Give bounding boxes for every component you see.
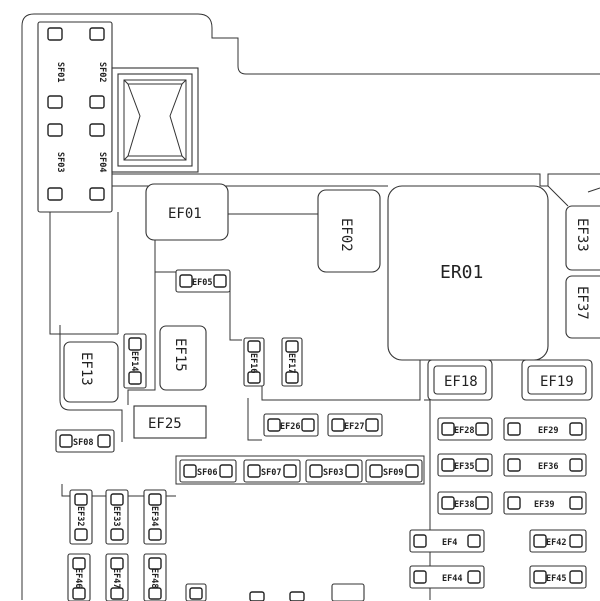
svg-text:EF01: EF01 [168, 206, 202, 222]
fuse-sf03b[interactable]: SF03 [305, 459, 363, 483]
fuse-ef17[interactable]: EF17 [281, 337, 303, 387]
fuse-bottom-partial-4[interactable] [331, 583, 365, 601]
svg-text:EF02: EF02 [338, 218, 354, 252]
svg-text:SF03: SF03 [55, 152, 65, 172]
fuse-bottom-partial-1[interactable] [185, 583, 207, 601]
svg-text:EF25: EF25 [148, 416, 182, 432]
fuse-ef33b[interactable]: EF33 [105, 489, 129, 545]
fuse-sf08[interactable]: SF08 [55, 429, 115, 453]
svg-text:EF44: EF44 [442, 574, 462, 584]
svg-text:EF36: EF36 [538, 462, 558, 472]
fuse-ef46[interactable]: EF46 [67, 553, 91, 601]
svg-text:EF38: EF38 [454, 500, 474, 510]
fuse-ef34[interactable]: EF34 [143, 489, 167, 545]
fuse-sf07[interactable]: SF07 [243, 459, 301, 483]
fuse-ef14[interactable]: EF14 [123, 333, 147, 389]
fuse-ef36[interactable]: EF36 [503, 453, 587, 477]
fuse-ef42[interactable]: EF42 [529, 529, 587, 553]
svg-text:EF16: EF16 [248, 353, 258, 373]
svg-text:EF28: EF28 [454, 426, 474, 436]
svg-text:SF08: SF08 [73, 438, 93, 448]
svg-text:EF33: EF33 [574, 218, 590, 252]
fuse-ef18[interactable]: EF18 [427, 359, 493, 401]
fuse-ef38[interactable]: EF38 [437, 491, 493, 515]
svg-text:SF02: SF02 [97, 62, 107, 82]
fuse-ef15[interactable]: EF15 [159, 325, 207, 391]
relay-er01[interactable]: ER01 [387, 185, 549, 361]
fuse-ef29[interactable]: EF29 [503, 417, 587, 441]
svg-text:EF4: EF4 [442, 538, 457, 548]
fuse-sf01[interactable]: SF01 [47, 27, 65, 109]
fuse-ef01[interactable]: EF01 [145, 183, 229, 241]
svg-text:EF37: EF37 [574, 286, 590, 320]
svg-text:EF35: EF35 [454, 462, 474, 472]
fuse-ef37[interactable]: EF37 [565, 275, 600, 339]
fuse-ef25[interactable]: EF25 [133, 405, 207, 439]
fuse-ef05[interactable]: EF05 [175, 269, 231, 293]
fuse-ef47[interactable]: EF47 [105, 553, 129, 601]
svg-text:EF26: EF26 [280, 422, 300, 432]
svg-text:EF46: EF46 [73, 568, 83, 588]
fuse-ef39[interactable]: EF39 [503, 491, 587, 515]
svg-text:EF32: EF32 [75, 506, 85, 526]
fuse-ef19[interactable]: EF19 [521, 359, 593, 401]
svg-text:EF34: EF34 [149, 506, 159, 526]
fuse-ef44[interactable]: EF44 [409, 565, 485, 589]
svg-text:EF13: EF13 [78, 352, 94, 386]
svg-text:SF06: SF06 [197, 468, 217, 478]
svg-text:EF14: EF14 [129, 351, 139, 371]
fuse-ef27[interactable]: EF27 [327, 413, 383, 437]
fuse-ef32[interactable]: EF32 [69, 489, 93, 545]
fuse-ef28[interactable]: EF28 [437, 417, 493, 441]
svg-text:EF27: EF27 [344, 422, 364, 432]
fuse-sf03[interactable]: SF03 [47, 123, 65, 201]
fuse-ef4[interactable]: EF4 [409, 529, 485, 553]
fuse-ef16[interactable]: EF16 [243, 337, 265, 387]
fuse-bottom-partial-3[interactable] [289, 591, 305, 601]
fuse-sf06[interactable]: SF06 [179, 459, 237, 483]
relay-socket [111, 67, 199, 173]
fuse-ef33[interactable]: EF33 [565, 205, 600, 271]
svg-text:SF03: SF03 [323, 468, 343, 478]
fuse-ef48[interactable]: EF48 [143, 553, 167, 601]
svg-text:EF05: EF05 [192, 278, 212, 288]
svg-text:EF42: EF42 [546, 538, 566, 548]
svg-text:EF18: EF18 [444, 374, 478, 390]
fuse-sf04[interactable]: SF04 [89, 123, 107, 201]
svg-text:EF48: EF48 [149, 568, 159, 588]
svg-text:EF39: EF39 [534, 500, 554, 510]
svg-text:EF17: EF17 [286, 353, 296, 373]
svg-text:SF01: SF01 [55, 62, 65, 82]
svg-text:SF09: SF09 [383, 468, 403, 478]
svg-text:EF15: EF15 [172, 338, 188, 372]
svg-text:EF29: EF29 [538, 426, 558, 436]
fuse-sf09[interactable]: SF09 [365, 459, 423, 483]
fuse-bottom-partial-2[interactable] [249, 591, 265, 601]
svg-text:EF19: EF19 [540, 374, 574, 390]
svg-text:ER01: ER01 [440, 262, 483, 283]
svg-text:EF45: EF45 [546, 574, 566, 584]
fuse-ef02[interactable]: EF02 [317, 189, 381, 273]
sf-block-frame [37, 21, 113, 213]
fuse-ef26[interactable]: EF26 [263, 413, 319, 437]
fuse-ef45[interactable]: EF45 [529, 565, 587, 589]
fuse-ef35[interactable]: EF35 [437, 453, 493, 477]
fuse-ef13[interactable]: EF13 [63, 341, 119, 403]
sf-block: SF01 SF02 SF03 SF04 [37, 21, 113, 213]
svg-text:EF47: EF47 [111, 568, 121, 588]
fuse-sf02[interactable]: SF02 [89, 27, 107, 109]
svg-text:SF07: SF07 [261, 468, 281, 478]
svg-text:EF33: EF33 [111, 506, 121, 526]
svg-text:SF04: SF04 [97, 152, 107, 172]
